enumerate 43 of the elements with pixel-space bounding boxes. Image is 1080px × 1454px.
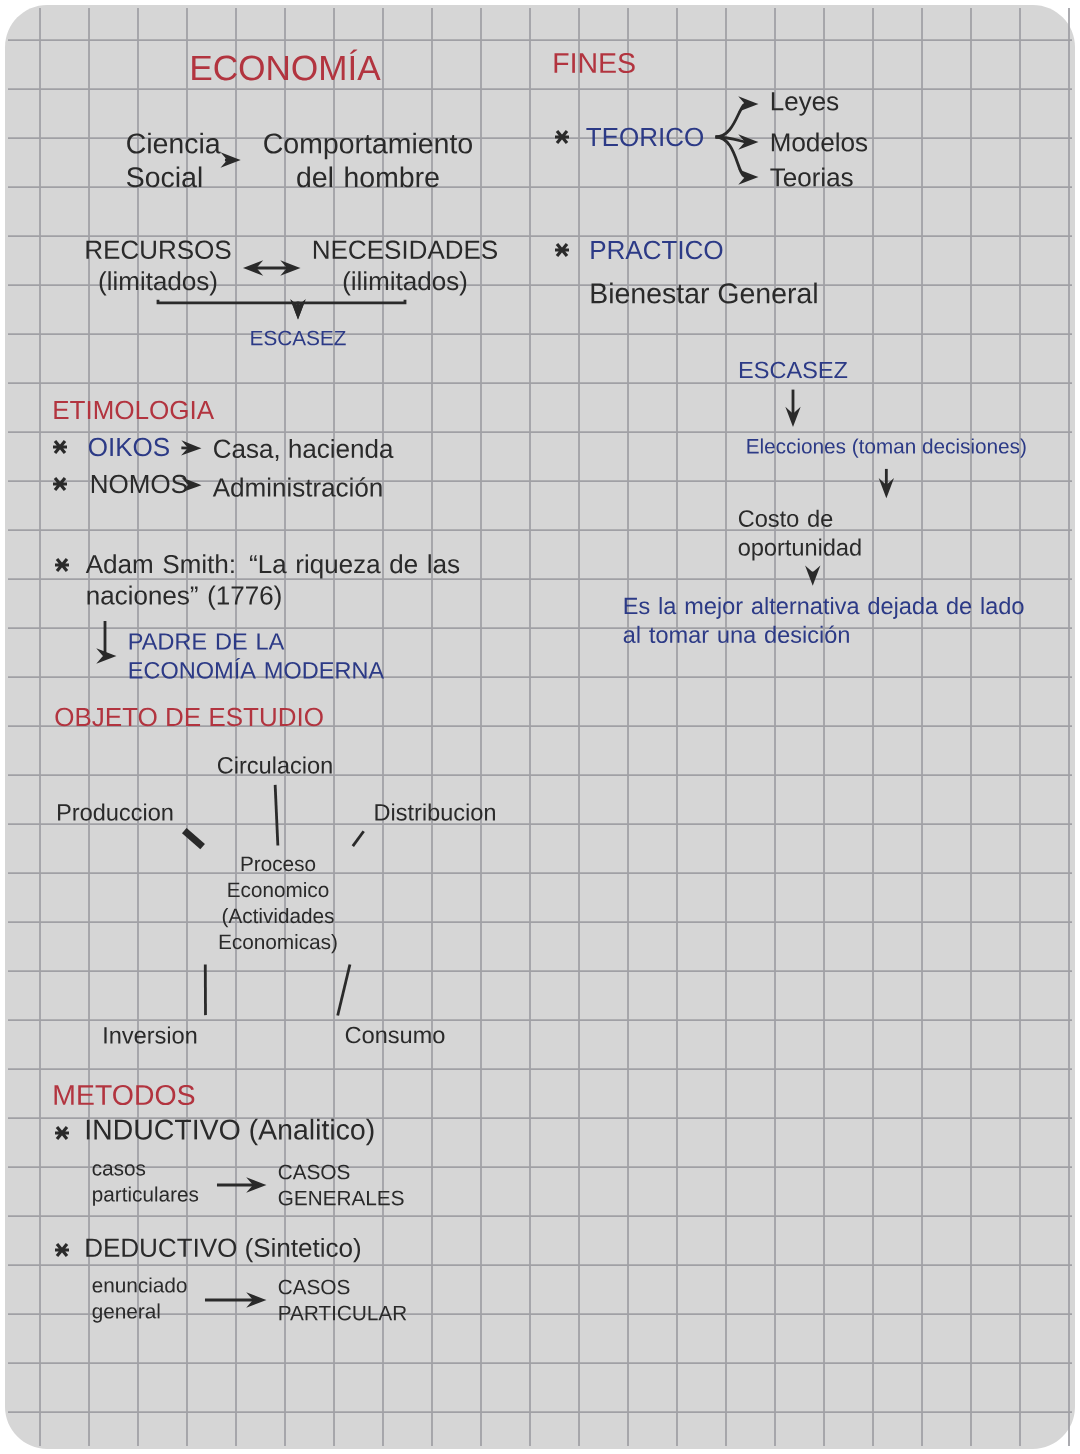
note-text: FINES [554, 52, 635, 74]
connector-line [203, 964, 207, 1016]
note-text: Costo de oportunidad [738, 509, 861, 561]
note-text: Leyes [771, 92, 839, 116]
note-text: Bienestar General [591, 282, 817, 304]
note-text: PRACTICO [591, 240, 723, 260]
note-text: casos particulares [92, 1164, 199, 1206]
note-text: Ciencia Social [127, 132, 221, 188]
note-text: INDUCTIVO (Analitico) [86, 1118, 374, 1146]
note-text: ESCASEZ [739, 361, 848, 379]
note-text: CASOS GENERALES [278, 1164, 404, 1206]
connector-line [336, 964, 352, 1016]
note-text: DEDUCTIVO (Sintetico) [86, 1237, 361, 1263]
note-text: ETIMOLOGIA [54, 400, 215, 420]
connector-line [181, 828, 205, 850]
note-text: Adam Smith: “La riqueza de las naciones” (1776) [85, 554, 460, 610]
note-text: Modelos [771, 132, 868, 152]
connector-line [351, 830, 365, 847]
note-text: Administración [212, 477, 382, 497]
note-text: Distribucion [375, 803, 495, 821]
note-text: ESCASEZ [251, 330, 346, 346]
note-text: CASOS PARTICULAR [278, 1279, 407, 1321]
note-text: Casa, hacienda [214, 438, 394, 462]
note-text: PADRE DE LA ECONOMÍA MODERNA [129, 633, 385, 679]
note-text: Inversion [104, 1026, 197, 1044]
note-text: Comportamiento del hombre [264, 132, 472, 188]
note-text: Es la mejor alternativa dejada de lado al tomar una desición [623, 597, 1024, 644]
note-text: OBJETO DE ESTUDIO [55, 707, 323, 727]
note-text: Consumo [345, 1026, 445, 1044]
note-text: Elecciones (toman decisiones) [747, 438, 1026, 458]
note-text: NOMOS [91, 474, 187, 494]
page-title: ECONOMÍA [192, 49, 381, 81]
note-text: RECURSOS (limitados) [86, 240, 231, 296]
note-text: enunciado general [92, 1277, 187, 1323]
connector-line [273, 784, 280, 846]
note-text: Circulacion [218, 756, 332, 774]
note-text: TEORICO [586, 127, 704, 147]
note-text: Proceso Economico (Actividades Economicas) [219, 856, 337, 954]
note-text: OIKOS [88, 437, 169, 457]
note-text: Produccion [58, 803, 173, 821]
note-text: METODOS [54, 1084, 195, 1106]
note-text: NECESIDADES (ilimitados) [313, 240, 497, 296]
note-text: Teorias [770, 167, 853, 187]
